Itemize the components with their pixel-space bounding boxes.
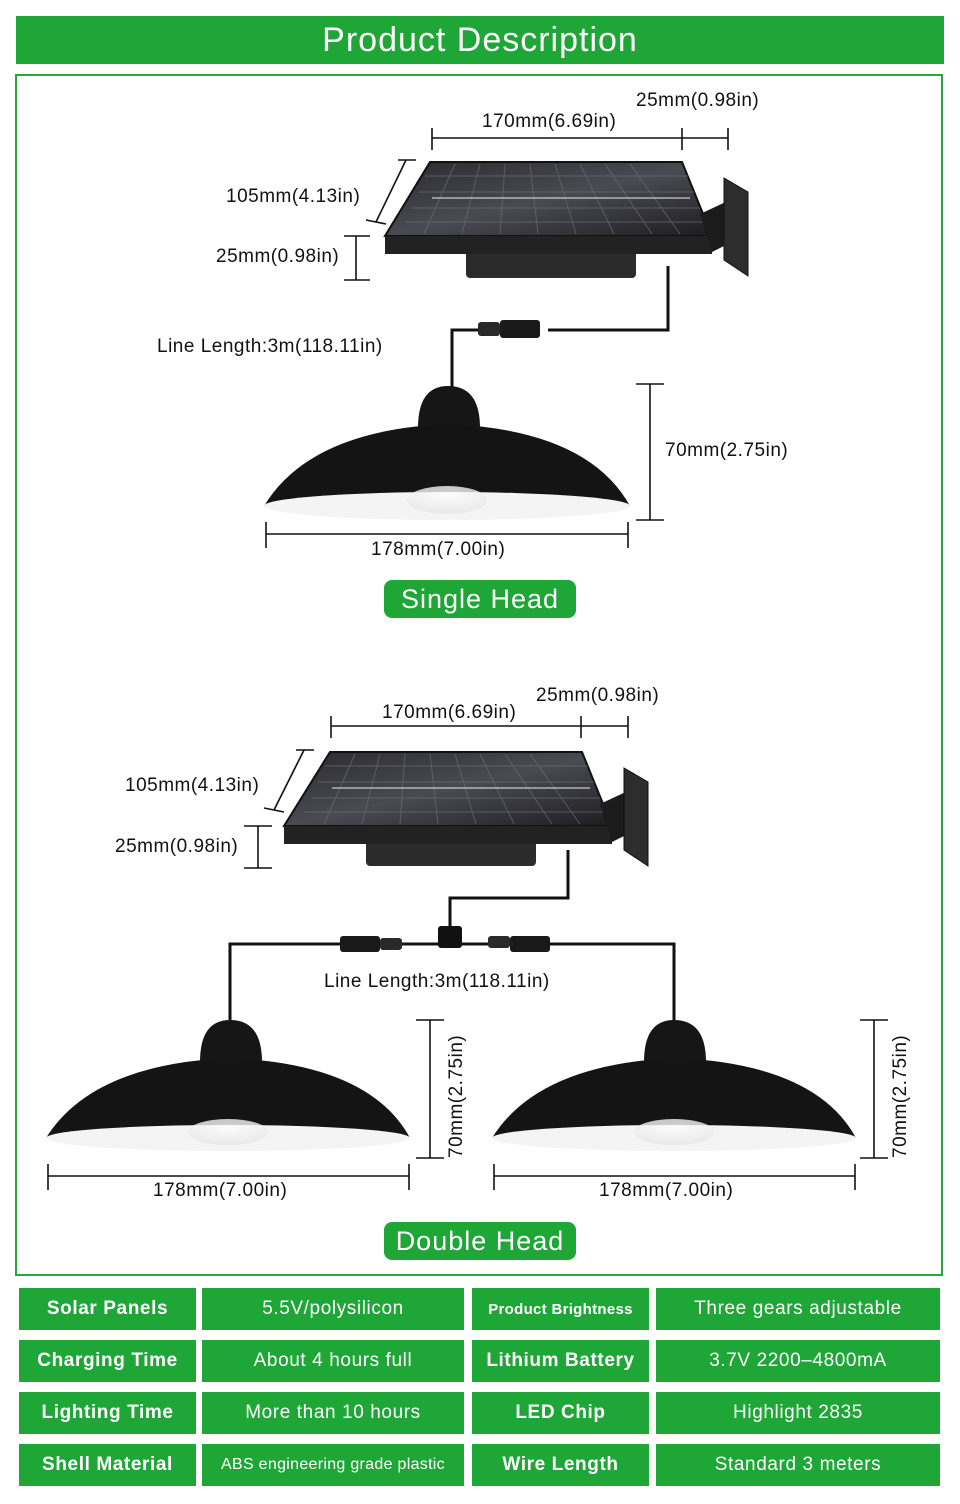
double-lamp2-width: 178mm(7.00in): [599, 1180, 734, 1201]
single-head-badge: Single Head: [384, 580, 576, 618]
single-panel-width: 170mm(6.69in): [482, 111, 617, 132]
double-panel-height: 25mm(0.98in): [115, 836, 239, 857]
spec-value-solar-panels: 5.5V/polysilicon: [202, 1288, 464, 1330]
double-panel-width: 170mm(6.69in): [382, 702, 517, 723]
spec-label-lithium-battery: Lithium Battery: [472, 1340, 649, 1382]
double-head-badge: Double Head: [384, 1222, 576, 1260]
spec-label-solar-panels: Solar Panels: [19, 1288, 196, 1330]
spec-value-wire-length: Standard 3 meters: [656, 1444, 940, 1486]
spec-label-led-chip: LED Chip: [472, 1392, 649, 1434]
single-lamp-height: 70mm(2.75in): [665, 440, 789, 461]
spec-value-charging-time: About 4 hours full: [202, 1340, 464, 1382]
single-lamp: [264, 386, 630, 520]
spec-label-wire-length: Wire Length: [472, 1444, 649, 1486]
single-panel-height: 25mm(0.98in): [216, 246, 340, 267]
spec-label-lighting-time: Lighting Time: [19, 1392, 196, 1434]
double-lamp-right: [492, 1020, 856, 1151]
spec-value-lithium-battery: 3.7V 2200–4800mA: [656, 1340, 940, 1382]
double-lamp1-width: 178mm(7.00in): [153, 1180, 288, 1201]
double-solar-panel: [282, 751, 649, 867]
page-title: Product Description: [16, 16, 944, 64]
double-line-length: Line Length:3m(118.11in): [324, 971, 550, 992]
double-panel-depth: 105mm(4.13in): [125, 775, 260, 796]
single-bracket-width: 25mm(0.98in): [636, 90, 760, 111]
double-lamp-left: [46, 1020, 410, 1151]
single-panel-depth: 105mm(4.13in): [226, 186, 361, 207]
product-frame: [15, 74, 943, 1276]
double-lamp1-height: 70mm(2.75in): [446, 1034, 467, 1158]
double-bracket-width: 25mm(0.98in): [536, 685, 660, 706]
double-lamp2-height: 70mm(2.75in): [890, 1034, 911, 1158]
single-dimension-lines: [265, 128, 729, 548]
double-dimension-lines: [47, 716, 888, 1190]
single-line-length: Line Length:3m(118.11in): [157, 336, 383, 357]
spec-label-charging-time: Charging Time: [19, 1340, 196, 1382]
spec-value-led-chip: Highlight 2835: [656, 1392, 940, 1434]
single-connector-1: [500, 320, 540, 338]
spec-value-product-brightness: Three gears adjustable: [656, 1288, 940, 1330]
spec-label-shell-material: Shell Material: [19, 1444, 196, 1486]
spec-value-shell-material: ABS engineering grade plastic: [202, 1444, 464, 1486]
spec-value-lighting-time: More than 10 hours: [202, 1392, 464, 1434]
single-solar-panel: [383, 161, 749, 278]
double-splitter: [438, 926, 462, 948]
spec-label-product-brightness: Product Brightness: [472, 1288, 649, 1330]
single-lamp-width: 178mm(7.00in): [371, 539, 506, 560]
